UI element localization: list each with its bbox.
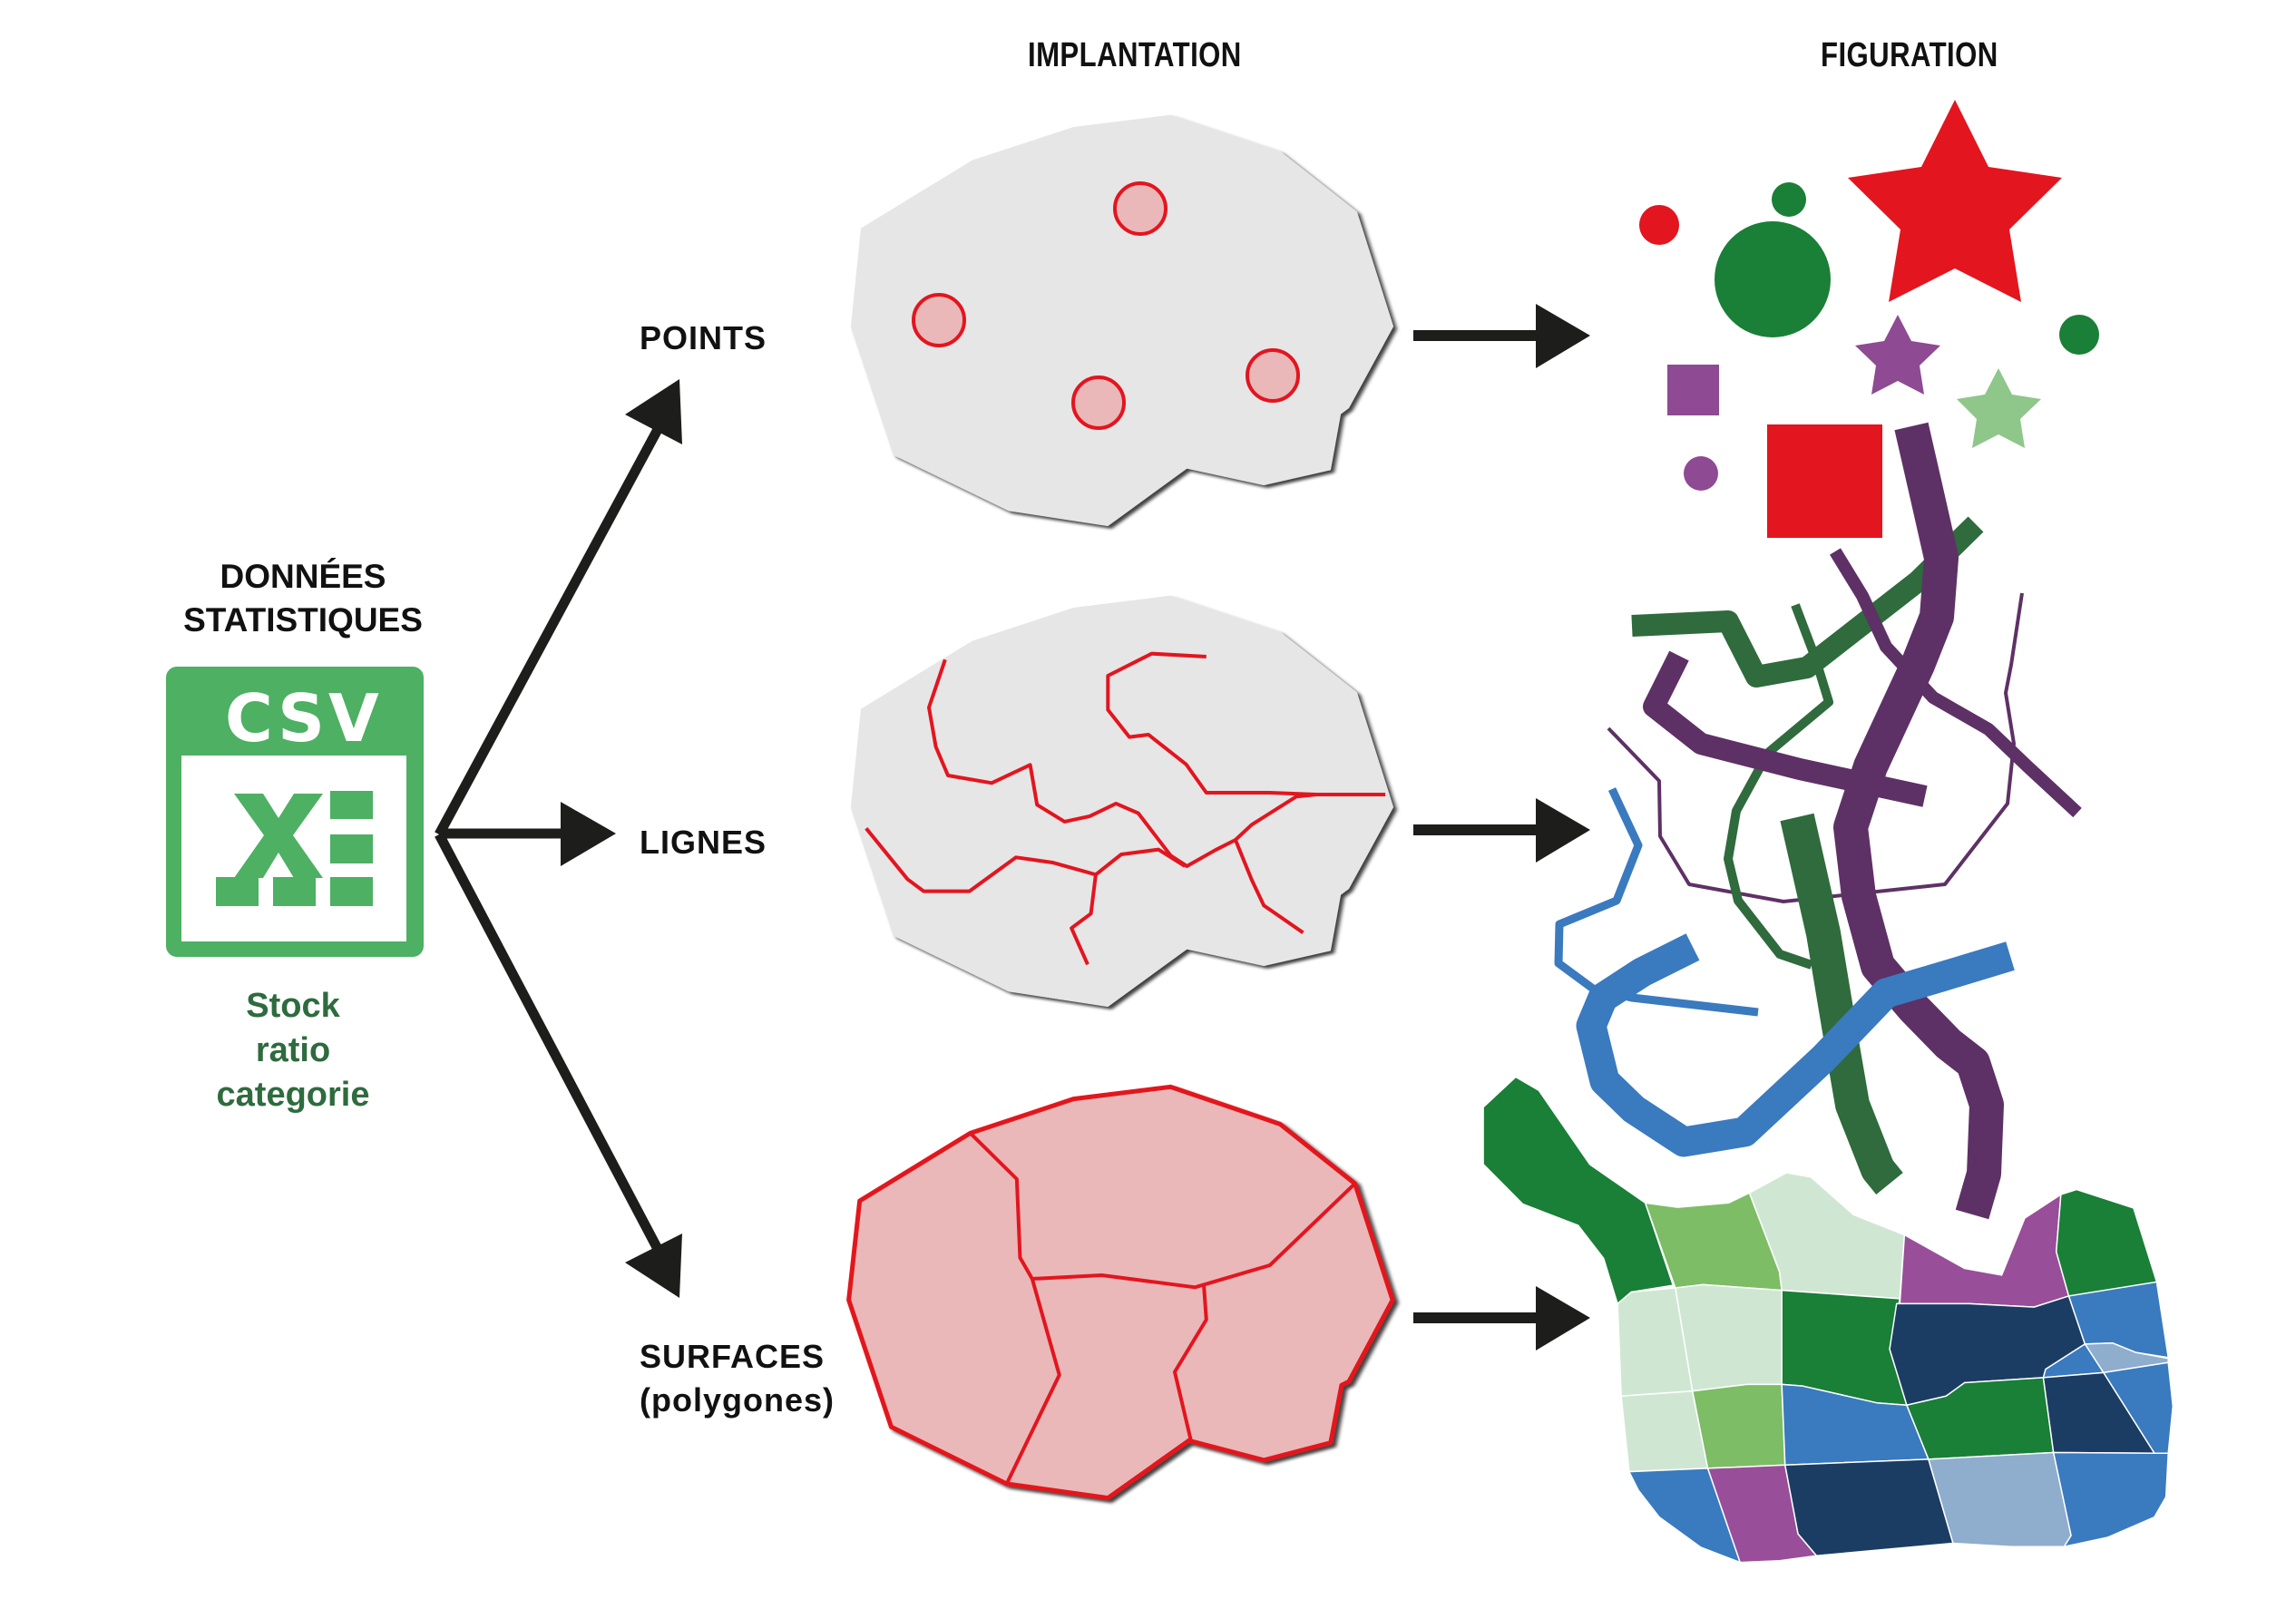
polygon-boundary xyxy=(971,1133,1032,1279)
line-features xyxy=(866,654,1385,965)
implantation-lines-map xyxy=(850,595,1394,1007)
arrow-lignes-head xyxy=(1536,798,1590,863)
arrow-points-shaft xyxy=(1413,330,1540,341)
choropleth-cell xyxy=(2057,1189,2157,1295)
arrow-surfaces-head xyxy=(1536,1286,1590,1351)
purple-thick-crossing-line xyxy=(1643,650,1928,807)
measure-type-ratio: ratio xyxy=(255,1031,331,1069)
measure-type-categorie: categorie xyxy=(216,1076,370,1114)
line-feature xyxy=(1108,654,1316,795)
polygon-boundary xyxy=(1175,1286,1207,1440)
line-symbols xyxy=(1554,422,2082,1220)
point-feature xyxy=(1246,348,1300,403)
point-symbols xyxy=(1639,100,2099,538)
data-source-title-line1: DONNÉES xyxy=(220,558,386,595)
line-feature xyxy=(1071,874,1096,964)
green-thick-vertical-line xyxy=(1780,813,1903,1195)
choropleth-cell xyxy=(2054,1453,2169,1547)
green-thin-line xyxy=(1724,603,1833,970)
polygon-boundary xyxy=(1007,1279,1060,1484)
point-features xyxy=(912,181,1300,430)
figuration-header: FIGURATION xyxy=(1821,36,1998,74)
red-circle-symbol xyxy=(1639,205,1679,245)
choropleth-map xyxy=(1483,1077,2173,1562)
line-feature xyxy=(1236,840,1304,932)
red-star-symbol xyxy=(1848,100,2062,302)
blue-thick-line xyxy=(1576,933,2015,1157)
arrow-to-lignes-head xyxy=(561,802,616,866)
choropleth-cell xyxy=(1676,1284,1782,1390)
implantation-points-map xyxy=(850,114,1394,526)
excel-x-glyph xyxy=(234,794,323,878)
implantation-label-surfaces: SURFACES (polygones) xyxy=(640,1335,835,1422)
line-feature xyxy=(929,659,1385,866)
measure-type-stock: Stock xyxy=(246,987,340,1025)
csv-icon-cells xyxy=(216,791,373,906)
csv-spreadsheet-icon xyxy=(166,667,424,957)
implantation-label-lignes: LIGNES xyxy=(640,824,767,861)
purple-square-symbol xyxy=(1667,365,1719,415)
arrow-to-points-shaft xyxy=(435,410,671,837)
choropleth-cell xyxy=(1785,1459,1953,1555)
surfaces-sublabel: (polygones) xyxy=(640,1381,835,1419)
point-feature xyxy=(1113,181,1168,236)
data-source-title-line2: STATISTIQUES xyxy=(183,601,423,639)
purple-thickest-line xyxy=(1833,422,2004,1220)
point-feature xyxy=(912,293,966,347)
choropleth-cell xyxy=(1693,1384,1785,1468)
surfaces-label: SURFACES xyxy=(640,1338,826,1375)
territory-blob xyxy=(850,595,1394,1007)
polygon-boundary xyxy=(1032,1184,1355,1287)
point-feature xyxy=(1071,375,1126,430)
green-small-circle-symbol xyxy=(1772,182,1806,217)
fan-arrows xyxy=(435,379,682,1298)
arrow-surfaces-shaft xyxy=(1413,1312,1540,1323)
green-large-circle-symbol xyxy=(1715,221,1831,337)
purple-star-symbol xyxy=(1855,315,1940,395)
implantation-label-points: POINTS xyxy=(640,319,767,356)
red-square-symbol xyxy=(1767,424,1882,538)
polygon-boundaries xyxy=(971,1133,1355,1484)
purple-medium-line xyxy=(1830,548,2082,818)
csv-badge-label: CSV xyxy=(225,680,383,756)
arrow-to-surfaces-head xyxy=(625,1234,682,1298)
figuration-arrows xyxy=(1413,304,1590,1351)
territory-polygons xyxy=(849,1087,1393,1497)
purple-small-circle-symbol xyxy=(1684,456,1718,491)
implantation-surfaces-map xyxy=(849,1087,1393,1497)
data-source-title: DONNÉES STATISTIQUES xyxy=(149,555,457,642)
arrow-lignes-shaft xyxy=(1413,824,1540,835)
arrow-points-head xyxy=(1536,304,1590,368)
measure-types: Stock ratio categorie xyxy=(157,984,429,1117)
green-circle-symbol xyxy=(2059,315,2099,355)
line-feature xyxy=(866,828,1185,891)
territory-blob xyxy=(850,114,1394,526)
choropleth-cell xyxy=(1929,1453,2071,1547)
purple-thin-line xyxy=(1607,592,2024,903)
arrow-to-points-head xyxy=(625,379,682,444)
light-green-star-symbol xyxy=(1957,368,2041,448)
implantation-header: IMPLANTATION xyxy=(1028,36,1242,74)
arrow-to-surfaces-shaft xyxy=(435,832,671,1269)
